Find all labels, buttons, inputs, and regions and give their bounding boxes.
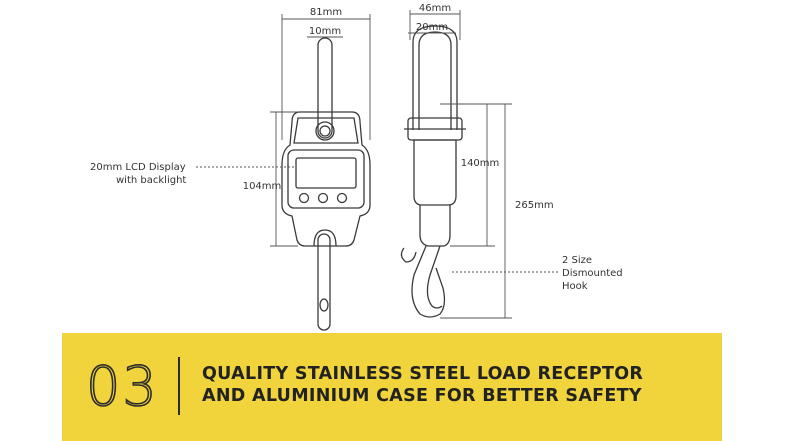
banner-divider bbox=[178, 357, 180, 415]
side-shackle-inner bbox=[418, 31, 452, 130]
front-hook-tip bbox=[319, 298, 329, 312]
feature-number: 03 bbox=[85, 355, 159, 418]
front-top-shackle bbox=[317, 37, 333, 139]
side-depth-label: 46mm bbox=[419, 3, 451, 14]
front-height-label: 104mm bbox=[243, 181, 282, 192]
side-hook bbox=[411, 245, 446, 318]
feature-banner: 03 QUALITY STAINLESS STEEL LOAD RECEPTOR… bbox=[62, 333, 722, 441]
side-hook-end bbox=[400, 247, 417, 263]
side-body-height-label: 140mm bbox=[461, 158, 500, 169]
lcd-screen bbox=[295, 157, 357, 189]
front-eye-ring-outer bbox=[315, 121, 335, 141]
button-right bbox=[336, 192, 348, 204]
side-hook-inner bbox=[426, 245, 443, 309]
lcd-callout-line2: with backlight bbox=[116, 175, 186, 186]
front-eye-ring-inner bbox=[319, 125, 331, 137]
front-hook-width-label: 10mm bbox=[309, 26, 341, 37]
front-bottom-loop bbox=[313, 229, 337, 247]
front-view-scale bbox=[281, 37, 371, 331]
side-body-outline bbox=[413, 139, 457, 206]
front-hook-shank bbox=[317, 233, 331, 331]
hook-callout-line3: Hook bbox=[562, 281, 588, 292]
side-shackle-label: 20mm bbox=[416, 22, 448, 33]
headline-line-1: QUALITY STAINLESS STEEL LOAD RECEPTOR bbox=[202, 364, 644, 384]
headline-line-2: AND ALUMINIUM CASE FOR BETTER SAFETY bbox=[202, 386, 642, 406]
front-body-outline bbox=[281, 111, 371, 247]
button-left bbox=[298, 192, 310, 204]
side-total-height-label: 265mm bbox=[515, 200, 554, 211]
side-shackle bbox=[412, 25, 458, 130]
feature-headline: QUALITY STAINLESS STEEL LOAD RECEPTOR AN… bbox=[202, 363, 702, 407]
front-width-label: 81mm bbox=[310, 7, 342, 18]
front-display-bezel bbox=[287, 149, 365, 209]
button-middle bbox=[317, 192, 329, 204]
hook-callout-line1: 2 Size bbox=[562, 255, 592, 266]
side-view-scale bbox=[400, 25, 466, 318]
lcd-callout-line1: 20mm LCD Display bbox=[90, 162, 186, 173]
front-top-cap bbox=[293, 117, 359, 144]
side-hook-connector bbox=[419, 205, 451, 247]
hook-callout-line2: Dismounted bbox=[562, 268, 623, 279]
